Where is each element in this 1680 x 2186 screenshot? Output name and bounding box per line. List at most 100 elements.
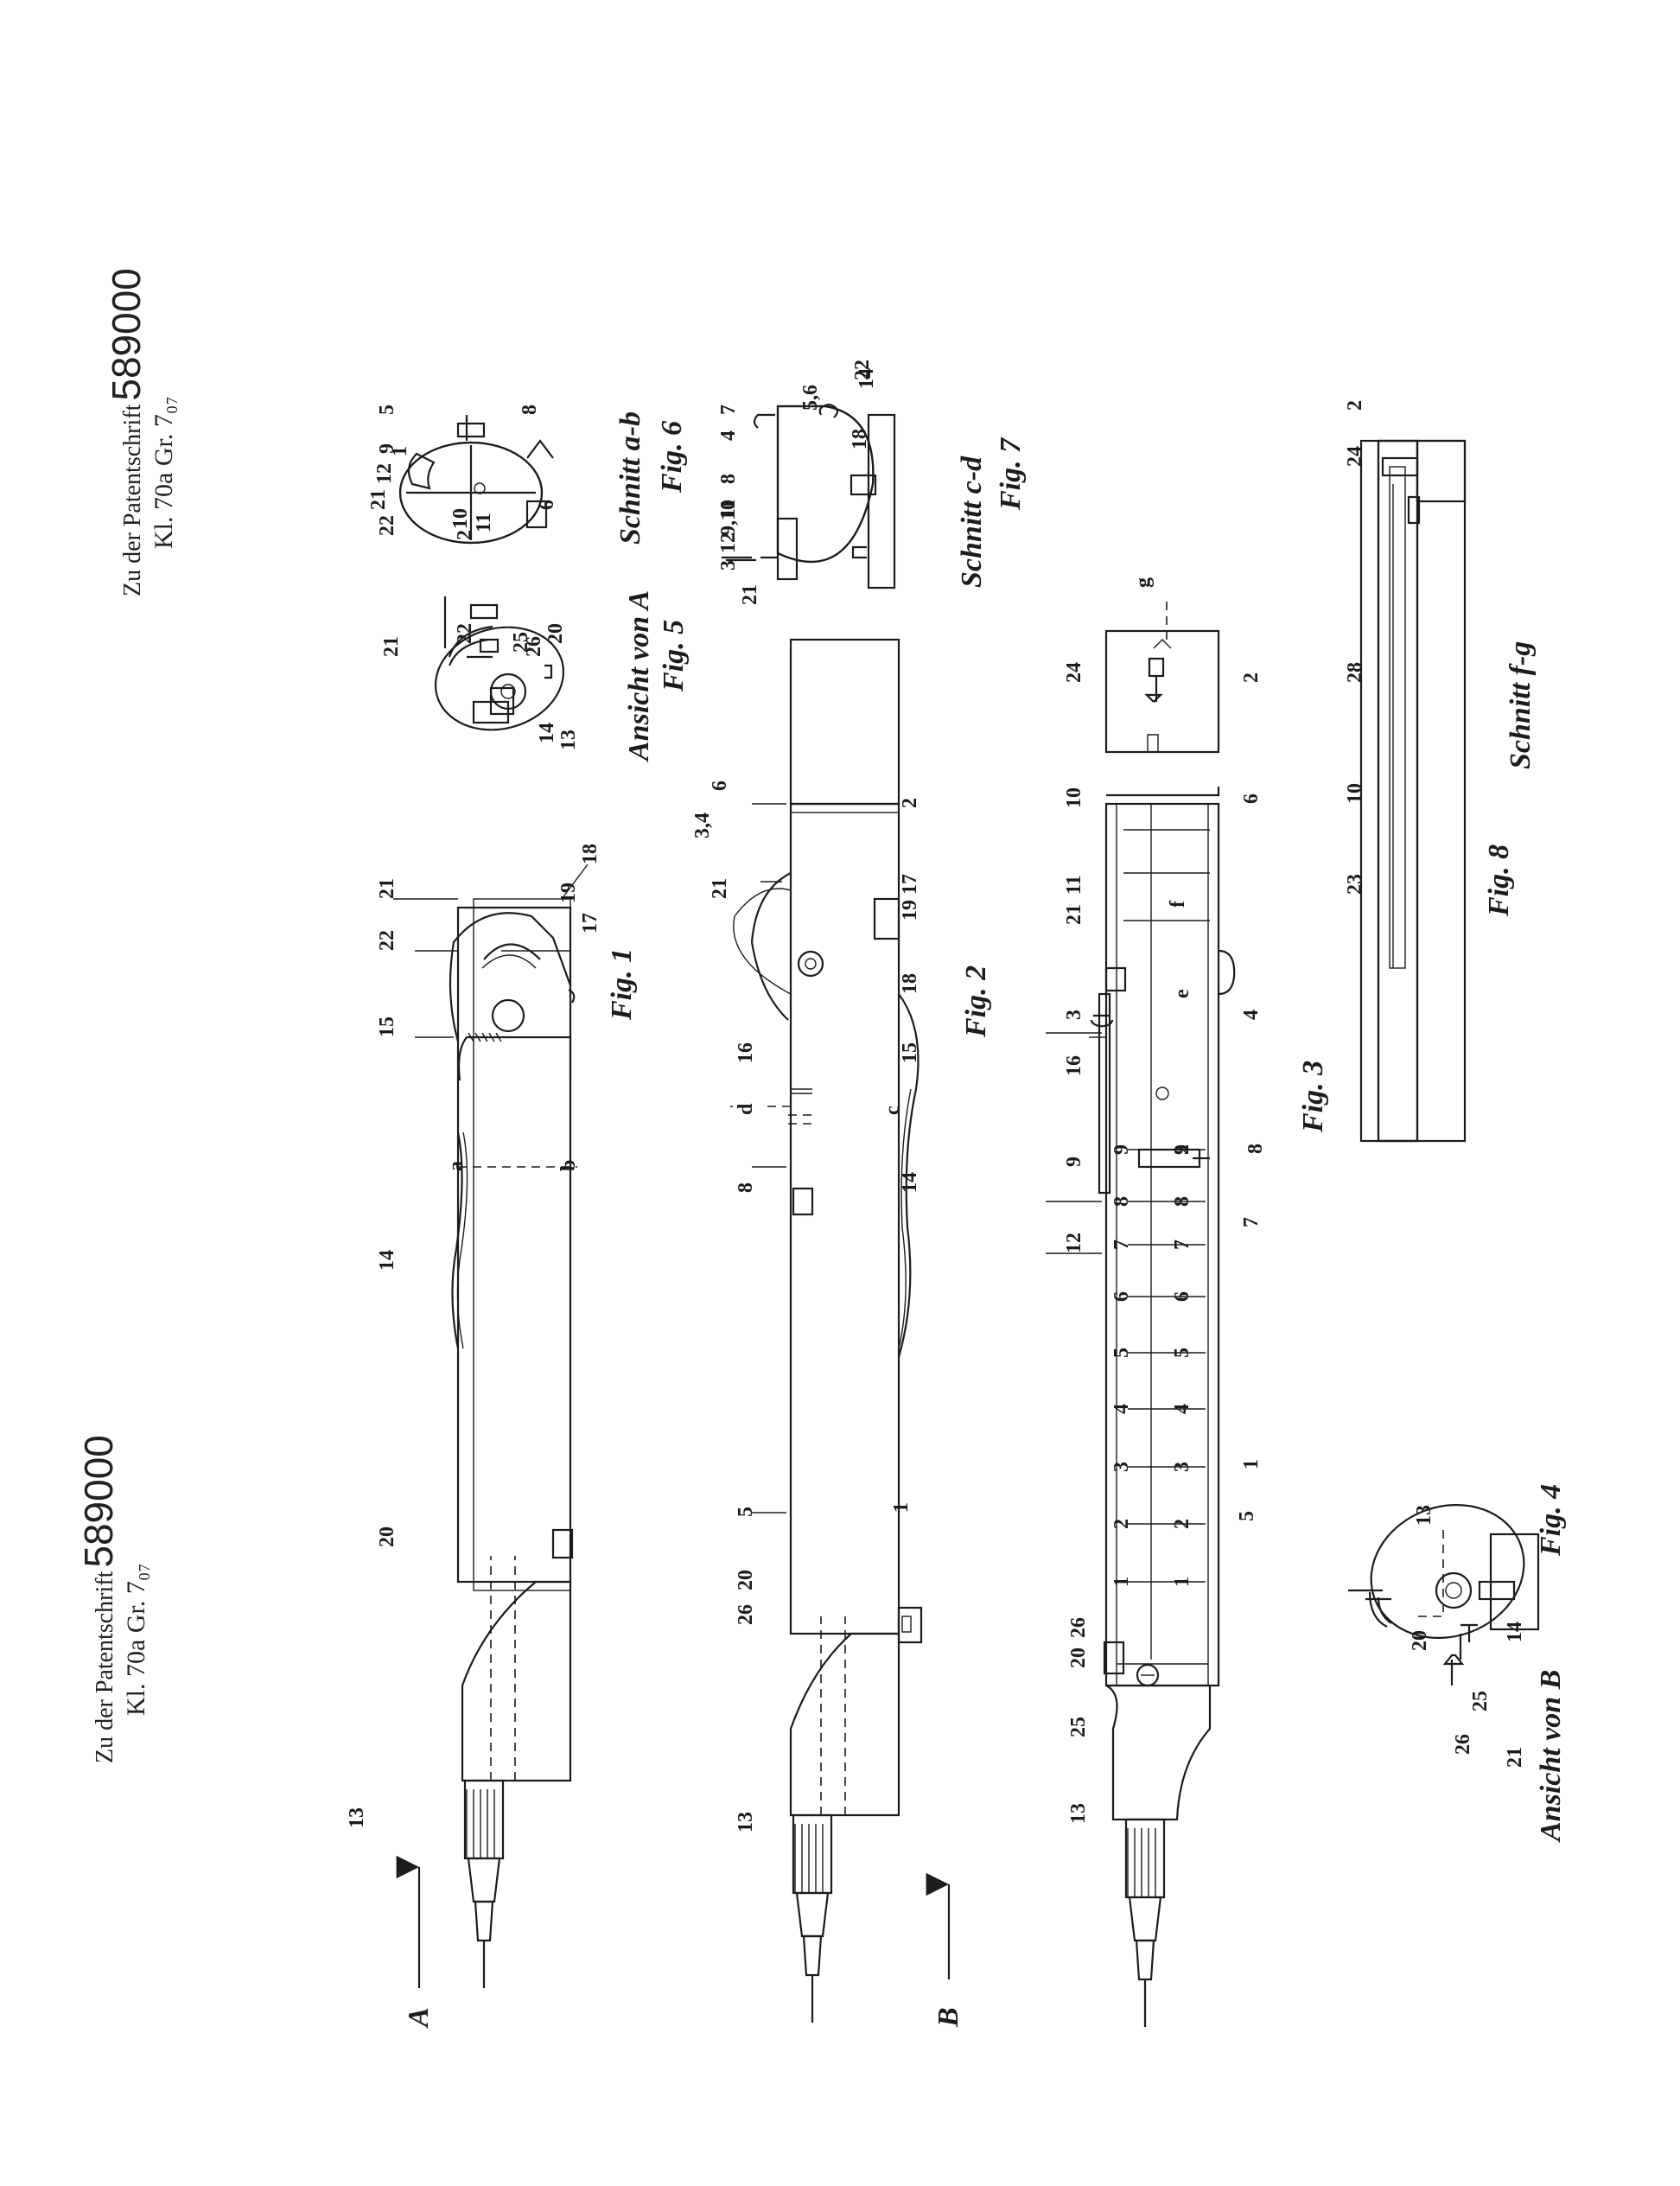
fig8-section-fg	[1359, 439, 1467, 1143]
fig3-label-21: g	[1132, 577, 1155, 588]
fig1-label-9: 18	[579, 844, 601, 864]
fig3-scale-mark-2-0: 3	[1110, 1462, 1133, 1472]
fig2-label-4: 1	[890, 1502, 913, 1513]
fig3-label-9: 8	[1244, 1144, 1267, 1154]
fig1-label-5: 15	[376, 1017, 398, 1037]
fig2-label-10: 15	[899, 1042, 921, 1063]
fig7-label-2: 12	[717, 532, 740, 553]
fig6-label-1: 5	[376, 405, 398, 415]
fig5-label-6: 25	[510, 632, 532, 653]
fig3-scale-mark-2-1: 3	[1171, 1462, 1193, 1472]
fig7-section-cd	[722, 403, 896, 590]
caption-fig8: Fig. 8	[1483, 844, 1515, 917]
fig5-label-2: 21	[380, 636, 403, 657]
fig4-label-2: 25	[1469, 1691, 1492, 1711]
caption-ansicht-a: Ansicht von A	[623, 590, 655, 762]
fig3-scale-mark-5-1: 6	[1171, 1291, 1193, 1302]
fig3-scale-mark-4-1: 5	[1171, 1348, 1193, 1358]
fig3-label-17: e	[1171, 989, 1193, 998]
fig1-label-3: a	[445, 1161, 468, 1171]
fig7-label-0: 21	[739, 584, 761, 605]
fig3-label-12: 4	[1240, 1010, 1263, 1020]
fig2-label-0: 13	[735, 1812, 757, 1832]
fig7-label-6: 4	[717, 430, 740, 441]
fig3-label-6: 12	[1063, 1233, 1085, 1253]
fig3-label-11: 3	[1063, 1010, 1085, 1020]
fig3-label-13: 21	[1063, 904, 1085, 925]
fig3-label-20: 2	[1240, 672, 1263, 683]
fig7-label-9: 14	[856, 368, 878, 389]
fig2-label-8: 14	[899, 1172, 921, 1193]
fig3-label-18: 6	[1240, 793, 1263, 804]
fig5-label-1: 14	[536, 723, 558, 743]
fig1-label-10: 17	[579, 913, 601, 934]
caption-fig7: Fig. 7	[995, 437, 1027, 511]
fig5-label-4: 20	[544, 623, 567, 644]
caption-schnitt-fg: Schnitt f-g	[1505, 641, 1537, 769]
fig8-label-1: 10	[1344, 783, 1366, 804]
fig3-label-8: 9	[1063, 1157, 1085, 1167]
fig4-label-0: 21	[1504, 1747, 1526, 1768]
fig4-label-4: 13	[1413, 1505, 1435, 1526]
fig6-label-3: 1	[389, 446, 411, 456]
fig4-label-3: 20	[1409, 1630, 1431, 1651]
fig1-label-4: b	[557, 1160, 580, 1171]
fig3-label-16: f	[1167, 900, 1189, 908]
fig6-label-0: 8	[519, 405, 541, 415]
caption-fig1: Fig. 1	[606, 948, 638, 1021]
fig8-label-2: 28	[1344, 662, 1366, 683]
fig7-label-1: 3	[717, 560, 740, 570]
fig2-label-5: d	[735, 1103, 757, 1115]
fig7-label-10: 18	[849, 429, 871, 449]
caption-schnitt-cd: Schnitt c-d	[956, 456, 988, 588]
fig2-label-16: 6	[709, 781, 731, 791]
fig6-label-5: 21	[367, 489, 390, 510]
fig7-label-7: 7	[717, 405, 740, 415]
fig3-scale-mark-0-0: 1	[1110, 1577, 1133, 1587]
fig6-label-9: 11	[473, 513, 495, 532]
fig3-label-7: 7	[1240, 1217, 1263, 1227]
fig7-label-11: 22	[851, 360, 874, 380]
fig7-label-5: 8	[717, 474, 740, 484]
fig3-label-3: 26	[1067, 1617, 1090, 1638]
fig3-scale-mark-1-0: 2	[1110, 1519, 1133, 1529]
fig7-label-8: 5,6	[799, 385, 822, 411]
fig3-scale-mark-3-0: 4	[1110, 1404, 1133, 1414]
fig5-label-0: 13	[557, 730, 580, 750]
fig5-end-view	[434, 596, 565, 731]
caption-fig6: Fig. 6	[656, 421, 688, 494]
fig3-scale-mark-9-1: 2	[1171, 1144, 1193, 1155]
fig3-scale-mark-8-0: 9	[1110, 1144, 1133, 1155]
caption-schnitt-ab: Schnitt a-b	[614, 411, 646, 545]
fig1-pen-drawing	[449, 898, 577, 1988]
fig5-label-3: 22	[454, 623, 476, 644]
fig6-label-4: 12	[373, 463, 396, 484]
fig3-label-10: 16	[1063, 1055, 1085, 1076]
fig3-scale-mark-5-0: 6	[1110, 1291, 1133, 1302]
fig6-label-8: 2	[454, 530, 476, 540]
fig3-label-2: 20	[1067, 1647, 1090, 1668]
caption-fig2: Fig. 2	[960, 966, 992, 1038]
fig2-label-1: 26	[735, 1604, 757, 1625]
fig3-label-15: 10	[1063, 787, 1085, 808]
fig3-label-4: 5	[1236, 1511, 1258, 1521]
fig3-scale-mark-8-1: 9	[1171, 1144, 1193, 1155]
fig2-label-3: 5	[735, 1507, 757, 1517]
fig1-label-7: 21	[376, 878, 398, 899]
leader-lines	[393, 803, 1106, 1514]
fig3-label-5: 1	[1240, 1459, 1263, 1469]
fig3-scale-mark-7-0: 8	[1110, 1196, 1133, 1207]
fig8-label-3: 24	[1344, 446, 1366, 467]
fig2-label-7: 8	[735, 1182, 757, 1193]
fig3-label-0: 13	[1067, 1803, 1090, 1824]
fig3-label-1: 25	[1067, 1717, 1090, 1737]
fig2-label-13: 21	[709, 878, 731, 899]
fig7-label-3: 9,10	[717, 500, 740, 536]
caption-ansicht-b: Ansicht von B	[1535, 1670, 1567, 1843]
fig3-label-19: 24	[1063, 662, 1085, 683]
fig5-label-5: 26	[523, 636, 545, 657]
fig3-scale-mark-4-0: 5	[1110, 1348, 1133, 1358]
fig3-scale-mark-7-1: 8	[1171, 1196, 1193, 1207]
fig1-label-1: 20	[376, 1526, 398, 1547]
arrow-b-label: B	[932, 2007, 964, 2028]
